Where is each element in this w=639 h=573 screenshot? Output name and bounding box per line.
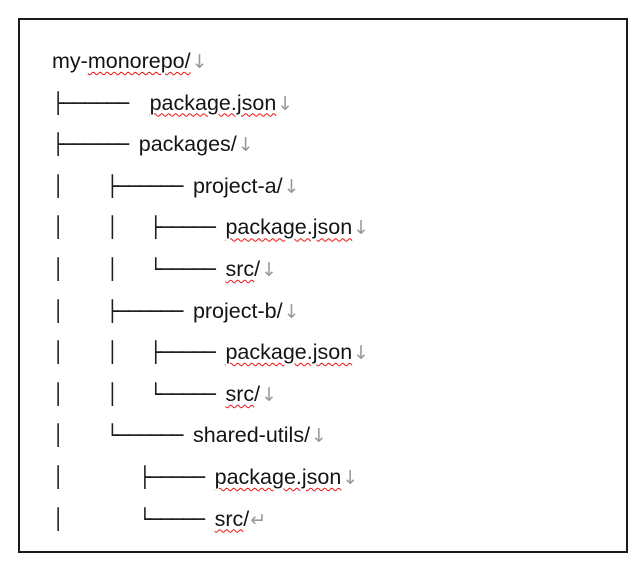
tree-node-name: package.json <box>150 91 277 115</box>
line-break-mark-icon: ↓ <box>191 51 208 73</box>
tree-line: │ │ ├───── package.json↓ <box>52 332 626 374</box>
tree-node-name: shared-utils/ <box>193 423 310 447</box>
line-break-mark-icon: ↓ <box>283 175 300 198</box>
tree-branch-glyph: │ │ └───── <box>52 256 226 281</box>
tree-line: ├────── packages/↓ <box>52 124 626 166</box>
tree-node-name: src/ <box>225 257 260 281</box>
node-name-prefix: packages/ <box>138 132 237 157</box>
tree-line: │ ├───── package.json↓ <box>52 457 626 499</box>
node-name-prefix: project-a/ <box>192 173 283 198</box>
node-name-suffix: / <box>254 381 261 406</box>
tree-node-name: src/ <box>215 507 250 531</box>
line-break-mark-icon: ↓ <box>342 466 359 489</box>
tree-branch-glyph: │ │ └───── <box>52 381 226 406</box>
node-name-prefix: shared-utils/ <box>192 423 311 448</box>
tree-branch-glyph: │ └────── <box>52 423 193 448</box>
line-break-mark-icon: ↓ <box>283 300 300 323</box>
node-name-prefix: my- <box>52 49 88 73</box>
spellcheck-underlined-text: package.json <box>225 340 353 365</box>
tree-line: │ ├────── project-a/↓ <box>52 166 626 208</box>
spellcheck-underlined-text: package.json <box>214 464 342 489</box>
tree-node-name: project-b/ <box>193 299 283 323</box>
line-break-mark-icon: ↓ <box>261 258 278 281</box>
tree-line: │ └────── shared-utils/↓ <box>52 415 626 457</box>
line-break-mark-icon: ↓ <box>353 342 370 365</box>
tree-line: │ │ └───── src/↓ <box>52 249 626 291</box>
tree-branch-glyph: │ └───── <box>52 506 215 531</box>
spellcheck-underlined-text: package.json <box>225 215 353 240</box>
spellcheck-underlined-text: src <box>225 256 255 281</box>
line-break-mark-icon: ↓ <box>237 134 254 157</box>
tree-line: │ │ └───── src/↓ <box>52 374 626 416</box>
tree-branch-glyph: │ ├────── <box>52 173 193 198</box>
tree-line: my-monorepo/↓ <box>52 41 626 83</box>
tree-branch-glyph: ├────── <box>52 90 150 115</box>
tree-branch-glyph: │ │ ├───── <box>52 215 226 240</box>
tree-line: │ ├────── project-b/↓ <box>52 291 626 333</box>
spellcheck-underlined-text: src <box>225 381 255 406</box>
tree-node-name: src/ <box>225 382 260 406</box>
spellcheck-underlined-text: package.json <box>149 90 277 115</box>
spellcheck-underlined-text: monorepo/ <box>87 49 191 73</box>
tree-line: ├────── package.json↓ <box>52 83 626 125</box>
line-break-mark-icon: ↓ <box>353 217 370 240</box>
tree-line: │ │ ├───── package.json↓ <box>52 207 626 249</box>
tree-node-name: packages/ <box>139 132 237 156</box>
tree-node-name: my-monorepo/ <box>52 49 191 73</box>
node-name-prefix: project-b/ <box>192 298 283 323</box>
node-name-suffix: / <box>254 256 261 281</box>
tree-branch-glyph: │ ├───── <box>52 464 215 489</box>
tree-node-name: package.json <box>225 215 352 239</box>
line-break-mark-icon: ↓ <box>311 425 327 448</box>
tree-branch-glyph: │ │ ├───── <box>52 340 226 365</box>
tree-branch-glyph: │ ├────── <box>52 298 193 323</box>
tree-line-list: my-monorepo/↓├────── package.json↓├─────… <box>52 41 626 540</box>
paragraph-end-mark-icon: ↵ <box>250 508 267 531</box>
line-break-mark-icon: ↓ <box>277 92 294 115</box>
spellcheck-underlined-text: src <box>214 506 244 531</box>
node-name-suffix: / <box>243 506 250 531</box>
tree-branch-glyph: ├────── <box>52 132 139 157</box>
directory-tree-text-box[interactable]: my-monorepo/↓├────── package.json↓├─────… <box>18 18 628 553</box>
tree-node-name: package.json <box>225 340 352 364</box>
tree-node-name: package.json <box>215 465 342 489</box>
tree-line: │ └───── src/↵ <box>52 499 626 541</box>
tree-node-name: project-a/ <box>193 174 283 198</box>
line-break-mark-icon: ↓ <box>261 383 278 406</box>
